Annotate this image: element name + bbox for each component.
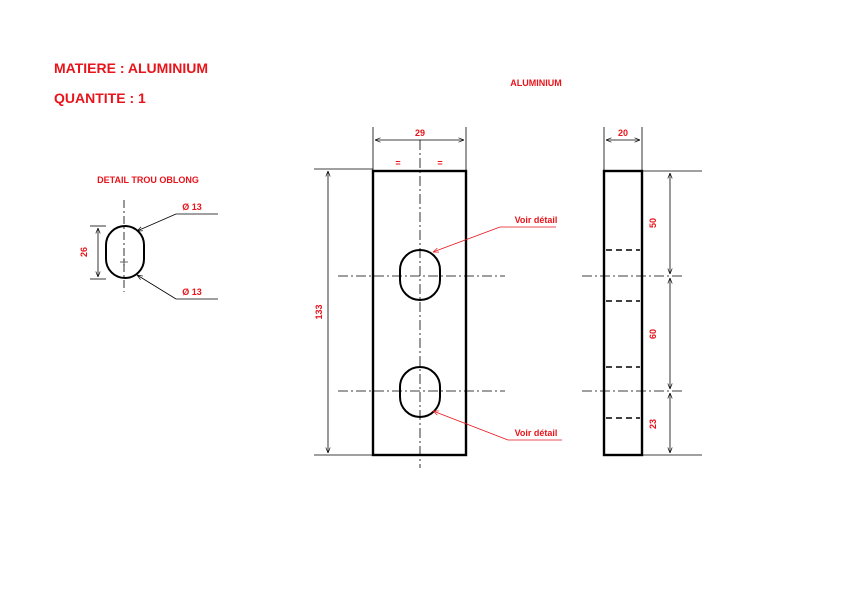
detail-diameter-bottom-label: Ø 13: [182, 287, 202, 297]
callout-top-leader: [433, 226, 501, 252]
detail-diameter-top-label: Ø 13: [182, 202, 202, 212]
callout-bottom-leader: [433, 411, 509, 441]
detail-title: DETAIL TROU OBLONG: [97, 175, 199, 185]
detail-slot-outline: [105, 225, 145, 279]
front-equal-left: =: [395, 158, 400, 168]
front-view: 29 = = 133 Voir détail Voir détail: [314, 127, 562, 468]
side-width-label: 20: [618, 128, 628, 138]
front-slot-top: [399, 249, 441, 301]
front-height-label: 133: [314, 304, 324, 319]
front-view-outline: [371, 169, 468, 457]
callout-bottom-label: Voir détail: [515, 428, 558, 438]
quantity-title: QUANTITE : 1: [54, 90, 146, 106]
side-dim-middle-label: 60: [648, 329, 658, 339]
front-slot-bottom: [399, 366, 441, 418]
detail-leader-top: [137, 213, 177, 232]
callout-top-label: Voir détail: [515, 215, 558, 225]
material-title: MATIERE : ALUMINIUM: [54, 60, 208, 76]
side-view: 20 50 60 23: [582, 127, 702, 457]
front-equal-right: =: [437, 158, 442, 168]
detail-view: DETAIL TROU OBLONG 26 Ø 13 Ø 13: [79, 175, 218, 300]
side-dim-top-label: 50: [648, 218, 658, 228]
detail-leader-bottom: [137, 275, 177, 300]
material-label: ALUMINIUM: [510, 78, 562, 88]
detail-height-label: 26: [79, 247, 89, 257]
front-width-label: 29: [415, 128, 425, 138]
side-view-outline: [602, 169, 644, 457]
side-dim-bottom-label: 23: [648, 419, 658, 429]
